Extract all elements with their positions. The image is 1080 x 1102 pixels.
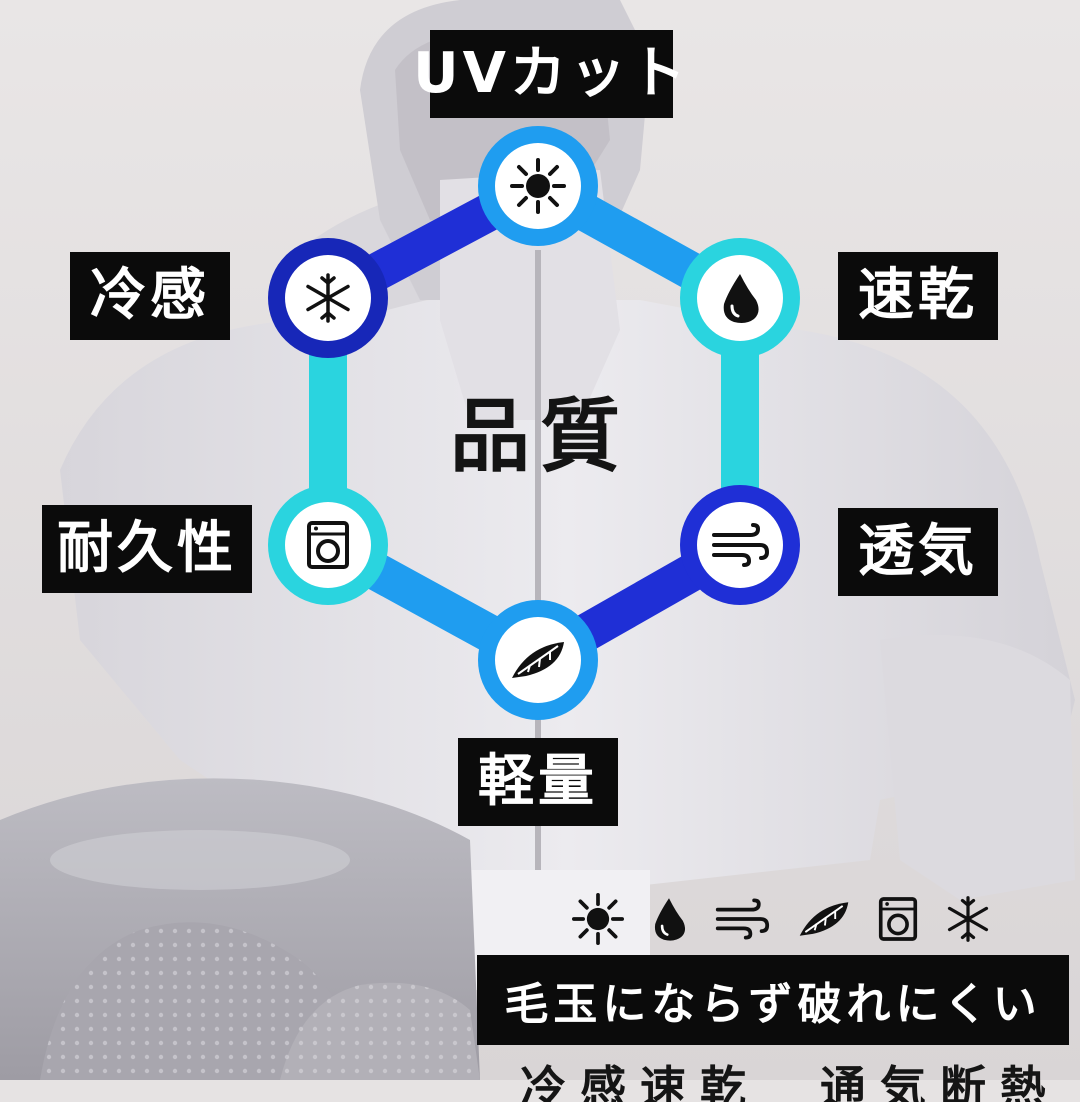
water-drop-icon bbox=[723, 274, 759, 323]
pilling-resistance-caption: 毛玉にならず破れにくい bbox=[477, 955, 1069, 1045]
feather-icon bbox=[799, 902, 849, 936]
water-drop-icon bbox=[654, 898, 686, 941]
feather-icon bbox=[512, 642, 564, 678]
quality-title: 品質 bbox=[450, 390, 630, 483]
snowflake-icon bbox=[306, 273, 350, 323]
washing-machine-icon bbox=[307, 521, 349, 569]
sun-icon bbox=[572, 893, 624, 945]
features-subcaption: 冷感速乾 通気断熱性 bbox=[520, 1061, 1060, 1102]
node-quick-dry bbox=[680, 238, 800, 358]
sun-icon bbox=[510, 158, 566, 214]
node-breathable bbox=[680, 485, 800, 605]
snowflake-icon bbox=[947, 896, 989, 942]
label-lightweight: 軽量 bbox=[458, 738, 618, 826]
washing-machine-icon bbox=[878, 897, 918, 941]
wind-icon bbox=[712, 523, 770, 567]
node-lightweight bbox=[478, 600, 598, 720]
label-breathable: 透気 bbox=[838, 508, 998, 596]
label-cooling: 冷感 bbox=[70, 252, 230, 340]
node-cooling bbox=[268, 238, 388, 358]
label-quick-dry: 速乾 bbox=[838, 252, 998, 340]
feature-icon-strip bbox=[572, 888, 992, 950]
label-uv-cut: UVカット bbox=[413, 30, 686, 118]
node-uv-cut bbox=[478, 126, 598, 246]
node-durable bbox=[268, 485, 388, 605]
label-durable: 耐久性 bbox=[42, 505, 252, 593]
wind-icon bbox=[715, 898, 770, 940]
